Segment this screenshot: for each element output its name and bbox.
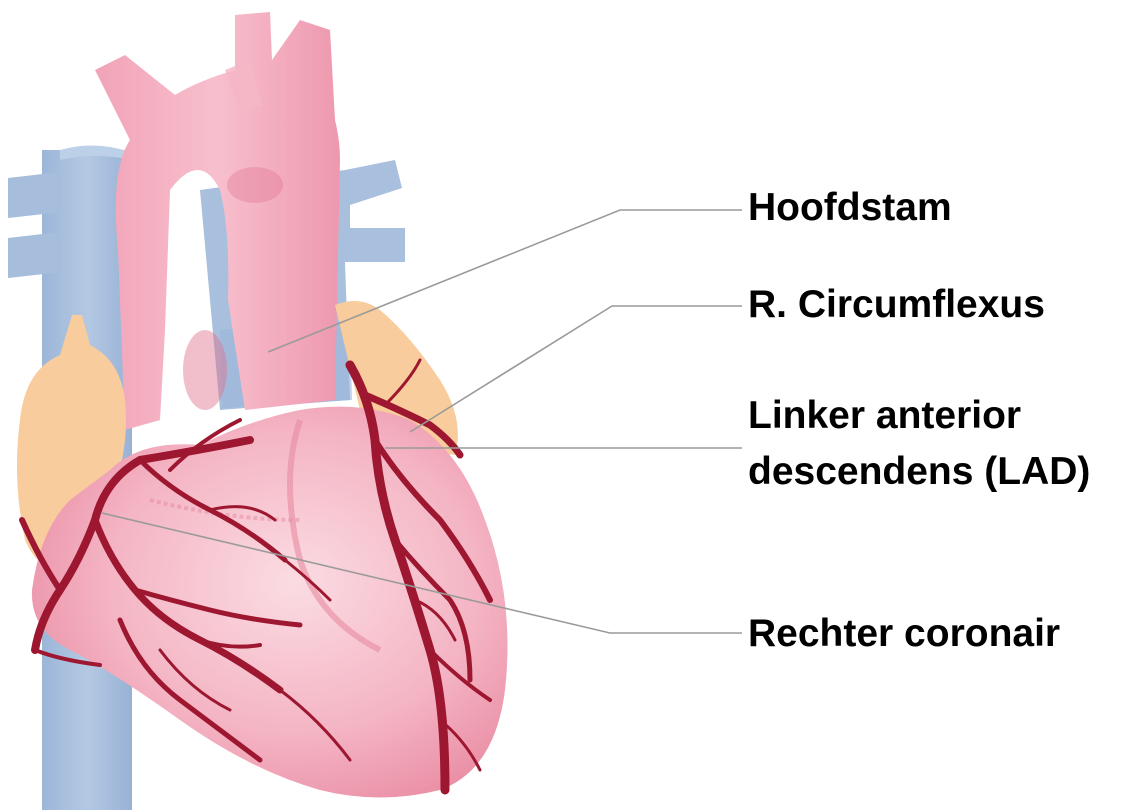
label-lad-line2: descendens (LAD): [748, 449, 1090, 495]
label-hoofdstam: Hoofdstam: [748, 185, 952, 231]
label-lad-line1: Linker anterior: [748, 393, 1021, 439]
label-circumflexus: R. Circumflexus: [748, 282, 1045, 328]
leader-line-circumflexus: [410, 306, 742, 432]
label-rechter-coronair: Rechter coronair: [748, 611, 1060, 657]
